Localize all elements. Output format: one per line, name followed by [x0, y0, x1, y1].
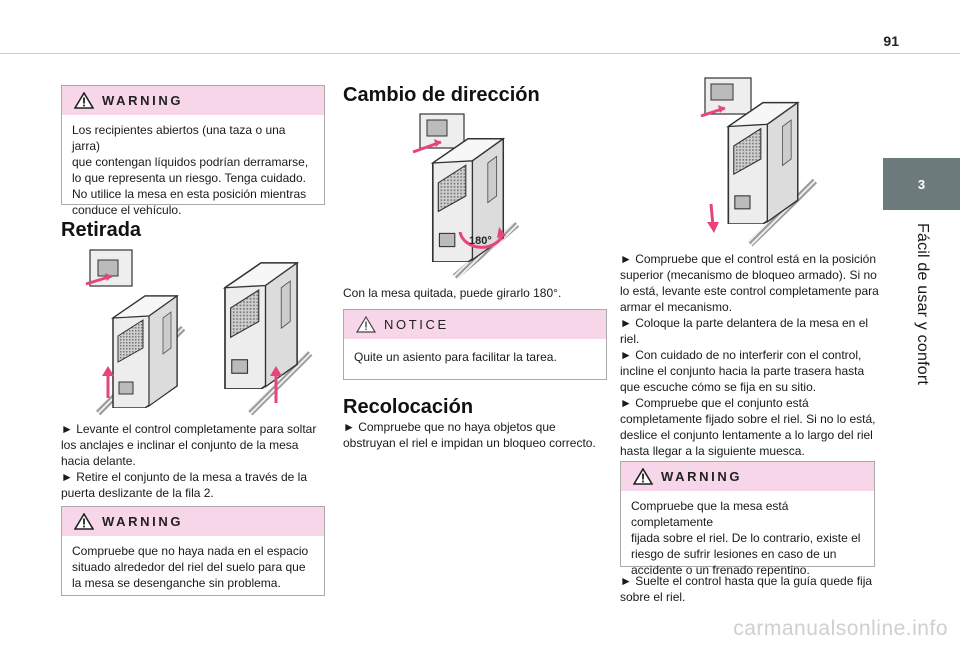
- control-lever: [97, 259, 119, 277]
- warning-triangle-icon: [74, 513, 94, 530]
- text-line: riesgo de sufrir lesiones en caso de un: [631, 547, 837, 561]
- text-line: ► Compruebe que el conjunto está: [620, 396, 809, 410]
- text-line: que contengan líquidos podrían derramars…: [72, 155, 309, 169]
- text-line: hasta llegar a la siguiente muesca.: [620, 444, 805, 458]
- rotation-badge: 180°: [469, 235, 492, 247]
- control-lever: [426, 119, 448, 137]
- text-line: No utilice la mesa en esta posición mien…: [72, 187, 307, 201]
- warning-triangle-icon: [633, 468, 653, 485]
- text-line: ► Compruebe que el control está en la po…: [620, 252, 877, 266]
- warning-box-1: WARNING Los recipientes abiertos (una ta…: [61, 85, 325, 217]
- warning-box-3: WARNING Compruebe que la mesa está compl…: [620, 461, 875, 577]
- text-line: situado alrededor del riel del suelo par…: [72, 560, 306, 574]
- floor-rail: [247, 350, 313, 416]
- rotate-caption: Con la mesa quitada, puede girarlo 180°.: [343, 286, 562, 300]
- watermark: carmanualsonline.info: [733, 617, 948, 640]
- text-line: ► Con cuidado de no interferir con el co…: [620, 348, 862, 362]
- rotation-arrow: [458, 231, 505, 249]
- final-step: ► Suelte el control hasta que la guía qu…: [620, 573, 885, 605]
- text-line: armar el mecanismo.: [620, 300, 733, 314]
- arrow-head: [105, 273, 112, 281]
- warning-header: WARNING: [62, 86, 324, 115]
- warning-header: WARNING: [621, 462, 874, 491]
- removal-illustration: [85, 249, 313, 416]
- arrow-head: [707, 222, 719, 233]
- text-line: ► Levante el control completamente para …: [61, 422, 317, 436]
- notice-header: NOTICE: [344, 310, 606, 339]
- control-lever: [710, 83, 734, 101]
- arrow-head: [497, 227, 506, 238]
- text-line: lo está, levante este control completame…: [620, 284, 879, 298]
- text-line: que escuche cómo se fija en su sitio.: [620, 380, 817, 394]
- warning-text: Los recipientes abiertos (una taza o una…: [62, 115, 324, 218]
- removal-steps: ► Levante el control completamente para …: [61, 421, 331, 501]
- text-line: sobre el riel.: [620, 590, 686, 604]
- header-rule: [0, 53, 960, 54]
- text-line: accidente o un frenado repentino.: [631, 563, 810, 577]
- notice-box: NOTICE Quite un asiento para facilitar l…: [343, 309, 607, 380]
- install-illustration: [700, 77, 818, 247]
- text-line: Compruebe que no haya nada en el espacio: [72, 544, 309, 558]
- arrow-head: [270, 366, 282, 376]
- warning-text: Compruebe que no haya nada en el espacio…: [62, 536, 324, 591]
- text-line: lo que representa un riesgo. Tenga cuida…: [72, 171, 306, 185]
- section-heading-cambio: Cambio de dirección: [343, 84, 540, 106]
- text-line: fijada sobre el riel. De lo contrario, e…: [631, 531, 861, 545]
- text-line: los anclajes e inclinar el conjunto de l…: [61, 438, 299, 452]
- text-line: ► Suelte el control hasta que la guía qu…: [620, 574, 873, 588]
- notice-text: Quite un asiento para facilitar la tarea…: [354, 350, 557, 364]
- text-line: la mesa se desenganche sin problema.: [72, 576, 281, 590]
- warning-triangle-icon: [74, 92, 94, 109]
- warning-header: WARNING: [62, 507, 324, 536]
- table-unit: [112, 295, 178, 408]
- warning-text: Compruebe que la mesa está completamente…: [621, 491, 874, 578]
- rotate-illustration: 180°: [412, 113, 520, 280]
- warning-label: WARNING: [661, 469, 743, 484]
- chapter-tab-number: 3: [917, 176, 926, 192]
- arrow-head: [102, 366, 114, 376]
- warning-label: WARNING: [102, 514, 184, 529]
- text-line: riel.: [620, 332, 640, 346]
- warning-box-2: WARNING Compruebe que no haya nada en el…: [61, 506, 325, 596]
- text-line: superior (mecanismo de bloqueo armado). …: [620, 268, 877, 282]
- text-line: completamente fijado sobre el riel. Si n…: [620, 412, 876, 426]
- text-line: ► Retire el conjunto de la mesa a través…: [61, 470, 308, 484]
- text-line: puerta deslizante de la fila 2.: [61, 486, 214, 500]
- table-unit: [727, 101, 799, 224]
- text-line: incline el conjunto hacia la parte trase…: [620, 364, 865, 378]
- text-line: hacia delante.: [61, 454, 136, 468]
- warning-label: WARNING: [102, 93, 184, 108]
- notice-label: NOTICE: [384, 317, 449, 332]
- chapter-tab[interactable]: 3: [883, 158, 960, 210]
- text-line: obstruyan el riel e impidan un bloqueo c…: [343, 436, 596, 450]
- text-line: Compruebe que la mesa está completamente: [631, 499, 789, 529]
- text-line: Los recipientes abiertos (una taza o una…: [72, 123, 286, 153]
- reposition-steps: ► Compruebe que no haya objetos que obst…: [343, 419, 613, 451]
- notice-triangle-icon: [356, 316, 376, 333]
- section-heading-recolocacion: Recolocación: [343, 396, 474, 418]
- arrow-head: [434, 139, 441, 147]
- text-line: conduce el vehículo.: [72, 203, 182, 217]
- text-line: ► Coloque la parte delantera de la mesa …: [620, 316, 869, 330]
- page-number: 91: [883, 33, 899, 49]
- chapter-title: Fácil de usar y confort: [914, 223, 931, 385]
- section-heading-retirada: Retirada: [61, 219, 142, 241]
- floor-rail: [747, 178, 818, 247]
- arrow-head: [718, 105, 725, 113]
- text-line: deslice el conjunto lentamente a lo larg…: [620, 428, 873, 442]
- text-line: ► Compruebe que no haya objetos que: [343, 420, 556, 434]
- install-steps: ► Compruebe que el control está en la po…: [620, 251, 885, 459]
- table-unit: [224, 262, 298, 389]
